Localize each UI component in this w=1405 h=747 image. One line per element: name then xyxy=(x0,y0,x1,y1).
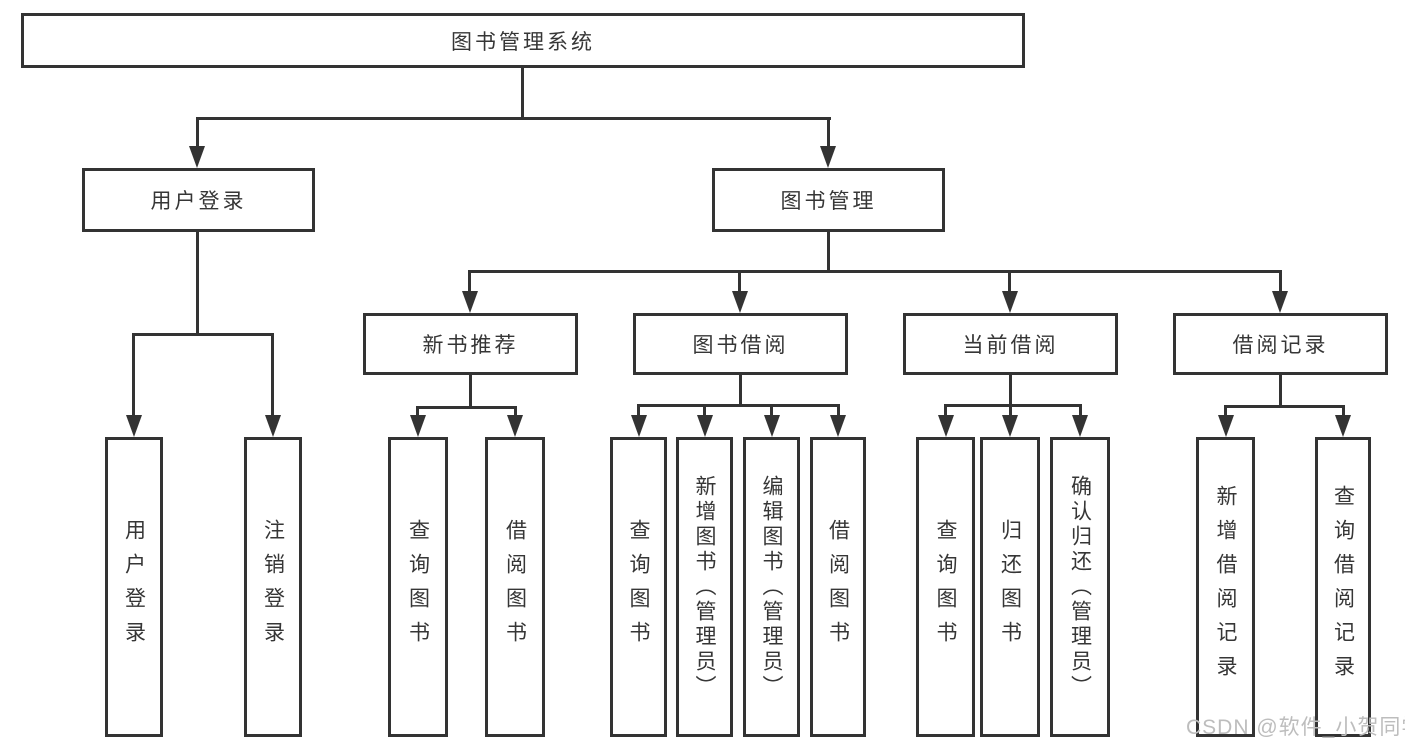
node-new-book-recommend-label: 新书推荐 xyxy=(422,334,519,357)
line xyxy=(469,375,472,408)
line xyxy=(416,406,419,419)
node-user-login: 用户登录 xyxy=(82,168,315,232)
line xyxy=(1008,270,1011,294)
line xyxy=(1279,375,1282,407)
leaf-recommend-query-books: 查询图书 xyxy=(388,437,448,737)
leaf-current-query-books-label: 查询图书 xyxy=(934,519,957,655)
leaf-borrow-books: 借阅图书 xyxy=(810,437,866,737)
node-book-borrow: 图书借阅 xyxy=(633,313,848,375)
leaf-logout: 注销登录 xyxy=(244,437,302,737)
line xyxy=(703,404,706,419)
line xyxy=(521,68,524,118)
leaf-confirm-return-admin-label: 确认归还（管理员） xyxy=(1068,474,1092,700)
line xyxy=(132,333,135,418)
arrow-down-icon xyxy=(697,415,713,437)
node-user-login-label: 用户登录 xyxy=(150,190,247,213)
node-root: 图书管理系统 xyxy=(21,13,1025,68)
arrow-down-icon xyxy=(1218,415,1234,437)
leaf-recommend-query-books-label: 查询图书 xyxy=(406,519,430,655)
line xyxy=(944,404,1082,407)
node-current-borrow-label: 当前借阅 xyxy=(962,334,1059,357)
line xyxy=(1009,404,1012,419)
arrow-down-icon xyxy=(265,415,281,437)
leaf-confirm-return-admin: 确认归还（管理员） xyxy=(1050,437,1110,737)
csdn-watermark: CSDN @软件_小贺同学 xyxy=(1186,716,1405,739)
leaf-return-books: 归还图书 xyxy=(980,437,1040,737)
line xyxy=(271,333,274,418)
line xyxy=(944,404,947,419)
leaf-borrow-query-books-label: 查询图书 xyxy=(627,519,650,655)
leaf-recommend-borrow-books-label: 借阅图书 xyxy=(503,519,527,655)
line xyxy=(827,117,830,149)
leaf-add-books-admin: 新增图书（管理员） xyxy=(676,437,733,737)
line xyxy=(468,270,471,294)
line xyxy=(468,270,1282,273)
leaf-edit-books-admin: 编辑图书（管理员） xyxy=(743,437,800,737)
line xyxy=(739,375,742,406)
line xyxy=(1224,405,1345,408)
arrow-down-icon xyxy=(410,415,426,437)
line xyxy=(637,404,640,419)
arrow-down-icon xyxy=(830,415,846,437)
node-book-management-label: 图书管理 xyxy=(780,190,877,213)
line xyxy=(196,117,831,120)
node-borrow-records: 借阅记录 xyxy=(1173,313,1388,375)
arrow-down-icon xyxy=(507,415,523,437)
line xyxy=(1009,375,1012,406)
arrow-down-icon xyxy=(764,415,780,437)
leaf-user-login: 用户登录 xyxy=(105,437,163,737)
line xyxy=(196,232,199,335)
leaf-current-query-books: 查询图书 xyxy=(916,437,975,737)
line xyxy=(132,333,274,336)
line xyxy=(1342,405,1345,419)
arrow-down-icon xyxy=(126,415,142,437)
leaf-query-borrow-record: 查询借阅记录 xyxy=(1315,437,1371,737)
arrow-down-icon xyxy=(1002,415,1018,437)
line xyxy=(1079,404,1082,419)
line xyxy=(738,270,741,294)
leaf-add-borrow-record-label: 新增借阅记录 xyxy=(1214,485,1237,689)
node-book-management: 图书管理 xyxy=(712,168,945,232)
arrow-down-icon xyxy=(462,291,478,313)
arrow-down-icon xyxy=(631,415,647,437)
arrow-down-icon xyxy=(1002,291,1018,313)
leaf-logout-label: 注销登录 xyxy=(261,519,285,655)
leaf-borrow-books-label: 借阅图书 xyxy=(826,519,850,655)
arrow-down-icon xyxy=(732,291,748,313)
leaf-edit-books-admin-label: 编辑图书（管理员） xyxy=(760,474,783,700)
line xyxy=(827,232,830,272)
leaf-add-borrow-record: 新增借阅记录 xyxy=(1196,437,1255,737)
line xyxy=(1279,270,1282,294)
node-root-label: 图书管理系统 xyxy=(451,30,595,54)
arrow-down-icon xyxy=(1335,415,1351,437)
leaf-user-login-label: 用户登录 xyxy=(122,519,146,655)
line xyxy=(637,404,840,407)
node-borrow-records-label: 借阅记录 xyxy=(1232,334,1329,357)
node-new-book-recommend: 新书推荐 xyxy=(363,313,578,375)
arrow-down-icon xyxy=(938,415,954,437)
line xyxy=(770,404,773,419)
line xyxy=(1224,405,1227,419)
line xyxy=(196,117,199,149)
leaf-add-books-admin-label: 新增图书（管理员） xyxy=(693,474,716,700)
arrow-down-icon xyxy=(189,146,205,168)
arrow-down-icon xyxy=(820,146,836,168)
leaf-query-borrow-record-label: 查询借阅记录 xyxy=(1331,485,1355,689)
node-book-borrow-label: 图书借阅 xyxy=(692,334,789,357)
line xyxy=(416,406,517,409)
leaf-recommend-borrow-books: 借阅图书 xyxy=(485,437,545,737)
arrow-down-icon xyxy=(1072,415,1088,437)
leaf-borrow-query-books: 查询图书 xyxy=(610,437,667,737)
line xyxy=(837,404,840,419)
line xyxy=(514,406,517,419)
node-current-borrow: 当前借阅 xyxy=(903,313,1118,375)
leaf-return-books-label: 归还图书 xyxy=(998,519,1022,655)
arrow-down-icon xyxy=(1272,291,1288,313)
